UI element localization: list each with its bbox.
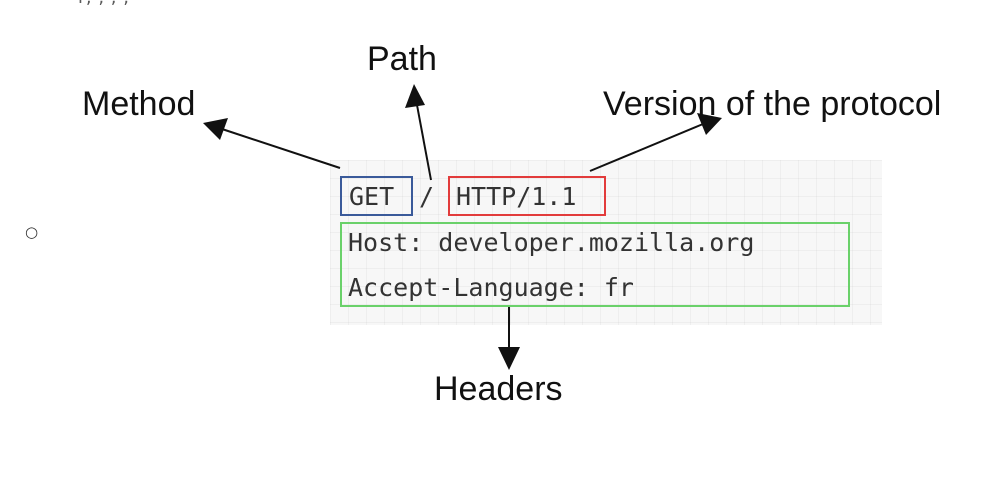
- http-request-panel: [330, 160, 882, 325]
- version-arrow-line: [589, 123, 704, 172]
- method-arrowhead: [203, 118, 228, 140]
- request-version: HTTP/1.1: [456, 182, 577, 211]
- headers-highlight-box: [340, 222, 850, 307]
- version-label: Version of the protocol: [603, 85, 942, 123]
- headers-arrowhead: [498, 347, 520, 370]
- cropped-top-text: r, , , ,: [78, 0, 129, 8]
- list-bullet: ○: [25, 223, 39, 241]
- version-highlight-box: [448, 176, 606, 216]
- path-arrow-line: [416, 104, 432, 181]
- header-line-host: Host: developer.mozilla.org: [348, 228, 755, 257]
- method-arrow-line: [221, 128, 341, 169]
- request-method: GET: [349, 182, 395, 211]
- header-line-accept-language: Accept-Language: fr: [348, 273, 634, 302]
- method-highlight-box: [340, 176, 413, 216]
- path-arrowhead: [405, 84, 425, 108]
- request-path: /: [419, 182, 435, 211]
- version-arrowhead: [697, 113, 722, 135]
- method-label: Method: [82, 85, 196, 123]
- headers-label: Headers: [434, 370, 563, 408]
- path-label: Path: [367, 40, 437, 78]
